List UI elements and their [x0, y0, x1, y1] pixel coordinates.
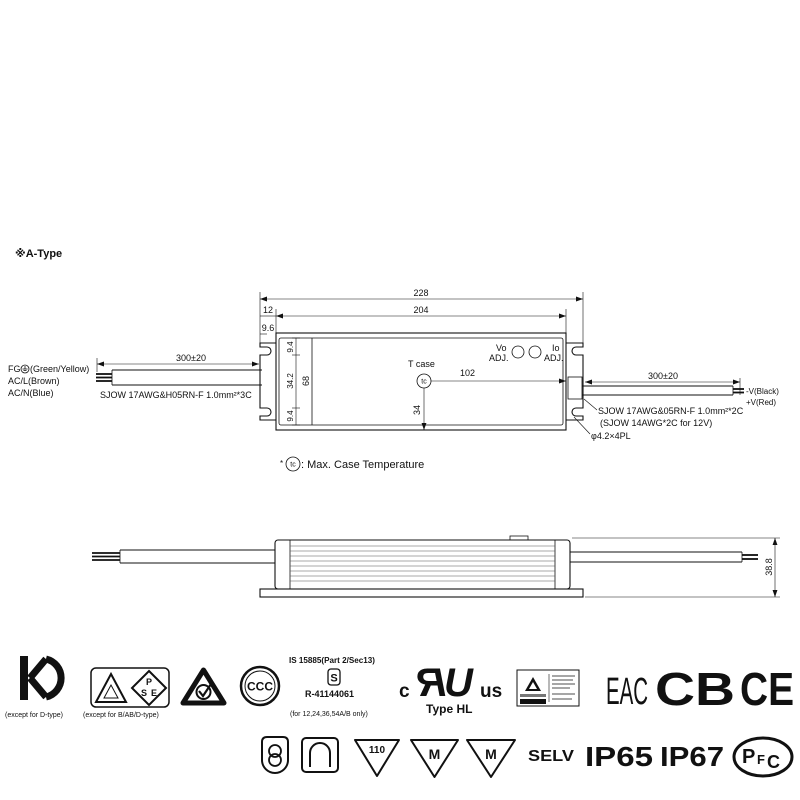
rcm-mark-icon: [180, 667, 227, 706]
dim-body-length: 204: [413, 305, 428, 315]
selv-mark: SELV: [528, 748, 574, 765]
note-text: : Max. Case Temperature: [301, 459, 424, 471]
ce-mark-icon: CE: [740, 663, 794, 715]
ul-prefix: c: [399, 681, 410, 702]
case-body-side: [274, 539, 571, 590]
fg-label: FG: [8, 364, 21, 374]
temperature-value: 110: [369, 745, 386, 756]
temperature-triangle-icon: 110: [354, 739, 400, 777]
ground-icon: [20, 364, 30, 374]
bis-letter: S: [330, 673, 337, 685]
dim-tc-from-end: 102: [460, 368, 475, 378]
furniture-mount-icon: M: [466, 739, 516, 778]
pse-mark-icon: P S E: [90, 667, 170, 708]
output-cable-spec-12v: (SJOW 14AWG*2C for 12V): [600, 418, 712, 428]
ccc-mark-icon: CCC: [239, 665, 281, 707]
independent-gear-icon: [301, 737, 339, 773]
furniture-letter-1: M: [429, 746, 441, 762]
tc-note-icon: [285, 456, 301, 472]
io-adjust-potentiometer: [528, 345, 542, 359]
tc-symbol: tc: [421, 379, 427, 386]
pse-note: (except for B/AB/D-type): [83, 712, 159, 719]
tc-note: * tc : Max. Case Temperature: [280, 456, 424, 472]
side-mounting-plate: [259, 588, 584, 598]
pfc-mark-icon: P F C: [732, 736, 794, 778]
ip67-mark: IP67: [660, 741, 724, 772]
furniture-mount-icon: M: [410, 739, 459, 778]
eac-mark-icon: EAC: [606, 671, 648, 713]
dim-flange: 12: [263, 305, 273, 315]
ul-recognized-mark-icon: c R U us Type HL: [399, 661, 502, 716]
bis-mark-icon: IS 15885(Part 2/Sec13) S R-41144061 (for…: [289, 656, 375, 718]
fg-wire-color: (Green/Yellow): [30, 364, 89, 374]
ccc-letters: CCC: [247, 680, 273, 694]
io-adj-label: ADJ.: [544, 353, 564, 363]
dim-height: 38.8: [764, 558, 774, 576]
mounting-holes-spec: φ4.2×4PL: [591, 431, 631, 441]
ul-type: Type HL: [426, 702, 472, 716]
ac-neutral-label: AC/N(Blue): [8, 388, 54, 398]
pfc-letter-f: F: [757, 752, 765, 767]
kc-note: (except for D-type): [5, 712, 63, 719]
bis-registration: R-41144061: [305, 689, 354, 699]
input-cable: 300±20: [96, 353, 262, 386]
safety-transformer-icon: [261, 736, 289, 774]
output-cable: 300±20: [567, 371, 744, 400]
pse-letter-s: S: [141, 688, 147, 698]
right-mounting-flange: [566, 342, 584, 421]
dim-hole-spacing: 34.2: [286, 373, 295, 389]
vo-adj-label: ADJ.: [489, 353, 509, 363]
top-view: 228 204 12 9.6 9.4 34.2 9.4 68 Vo ADJ. I…: [8, 288, 779, 441]
dim-hole-offset: 9.6: [262, 323, 275, 333]
dim-width: 68: [301, 376, 311, 386]
furniture-letter-2: M: [485, 746, 497, 762]
vo-adjust-potentiometer: [511, 345, 525, 359]
dim-edge-top: 9.4: [286, 341, 295, 353]
io-label: Io: [552, 343, 560, 353]
negative-output-label: -V(Black): [746, 387, 779, 396]
section-label: ※A-Type: [15, 248, 62, 260]
kc-mark-icon: [20, 655, 65, 701]
ul-letter-u: U: [444, 661, 474, 705]
output-cable-length: 300±20: [648, 371, 678, 381]
input-cable-spec: SJOW 17AWG&H05RN-F 1.0mm²*3C: [100, 390, 252, 400]
note-asterisk: *: [280, 459, 283, 468]
positive-output-label: +V(Red): [746, 398, 776, 407]
pse-letter-p: P: [146, 677, 152, 687]
dim-tc-from-edge: 34: [412, 405, 422, 415]
case-body-top: [275, 332, 567, 431]
pfc-letter-c: C: [767, 752, 780, 772]
left-mounting-flange: [259, 342, 276, 421]
ip65-mark: IP65: [585, 741, 653, 772]
tuv-mark-icon: [516, 669, 580, 707]
bis-standard: IS 15885(Part 2/Sec13): [289, 656, 375, 665]
note-tc-symbol: tc: [290, 462, 296, 469]
ul-letter-r: R: [417, 661, 446, 705]
vo-label: Vo: [496, 343, 507, 353]
dim-overall-length: 228: [413, 288, 428, 298]
output-cable-spec: SJOW 17AWG&05RN-F 1.0mm²*2C: [598, 406, 744, 416]
pfc-letter-p: P: [742, 746, 755, 768]
tcase-label: T case: [408, 359, 435, 369]
ac-line-label: AC/L(Brown): [8, 376, 60, 386]
cb-mark-icon: CB: [655, 663, 735, 715]
side-view: 38.8: [92, 535, 780, 598]
bis-note: (for 12,24,36,54A/B only): [290, 711, 368, 718]
dim-edge-bottom: 9.4: [286, 410, 295, 422]
input-cable-length: 300±20: [176, 353, 206, 363]
ul-suffix: us: [480, 681, 502, 702]
pse-letter-e: E: [151, 688, 157, 698]
